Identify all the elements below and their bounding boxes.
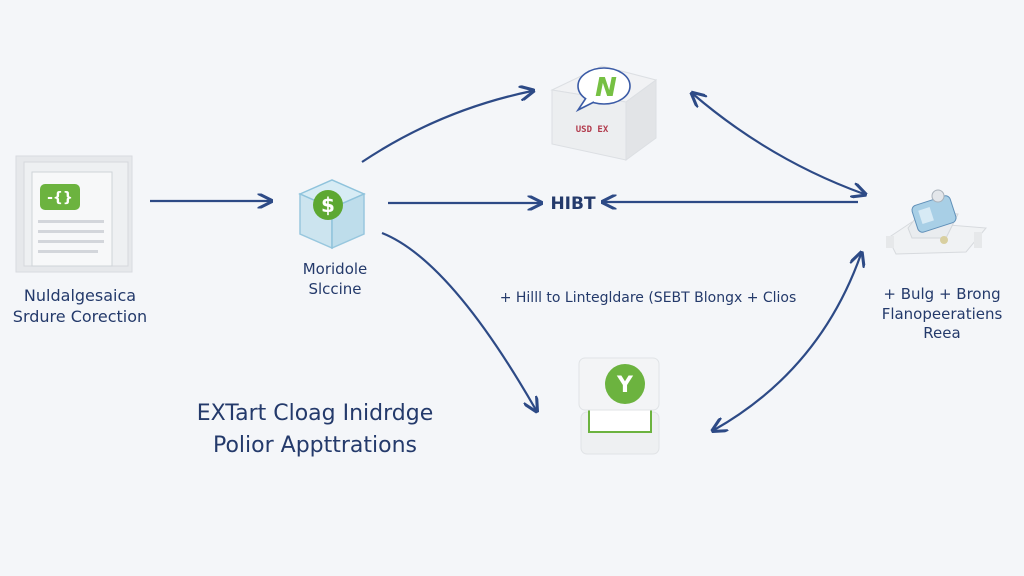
dollar-cube-icon: $ [298, 179, 366, 250]
stack-node[interactable]: Y [575, 350, 665, 460]
footer-title: EXTart Cloag Inidrdge Polior Appttration… [170, 398, 460, 462]
server-box-node[interactable]: N USD EX [550, 58, 660, 162]
server-box-stamp: USD EX [576, 125, 609, 135]
footer-title-line2: Polior Appttrations [212, 432, 418, 458]
operations-label-line3: Reea [923, 324, 961, 342]
arrow-box-operations [693, 94, 864, 194]
operations-label-line1: + Bulg + Brong [883, 285, 1001, 303]
module-label: Moridole Slccine [270, 260, 400, 299]
operations-label-line2: Flanopeeratiens [881, 304, 1003, 323]
stack-badge-glyph: Y [616, 373, 634, 398]
document-node[interactable]: -{} [10, 150, 138, 278]
document-label: Nuldalgesaica Srdure Corection [0, 286, 160, 328]
document-label-line1: Nuldalgesaica [23, 286, 137, 305]
module-badge-glyph: $ [321, 193, 335, 217]
module-node[interactable]: $ [296, 176, 368, 252]
hub-label[interactable]: HIBT [550, 194, 596, 214]
edge-caption: + Hilll to Lintegldare (SEBT Blongx + Cl… [499, 290, 797, 306]
arrow-stack-operations [714, 254, 861, 430]
box-speech-bubble-icon: N USD EX [550, 65, 658, 161]
layered-stack-icon: Y [578, 357, 660, 455]
arrow-module-to-box [361, 91, 532, 163]
machine-device-icon [886, 189, 988, 255]
module-label-line2: Slccine [308, 279, 362, 298]
footer-title-line1: EXTart Cloag Inidrdge [196, 401, 434, 426]
operations-label: + Bulg + Brong Flanopeeratiens Reea [862, 285, 1022, 344]
server-box-badge-glyph: N [595, 73, 617, 103]
operations-node[interactable] [882, 188, 992, 266]
document-stack-icon: -{} [15, 155, 133, 273]
module-label-line1: Moridole [302, 260, 368, 278]
arrow-module-to-stack [381, 231, 536, 410]
document-label-line2: Srdure Corection [12, 306, 148, 326]
document-badge-glyph: -{} [47, 190, 73, 206]
